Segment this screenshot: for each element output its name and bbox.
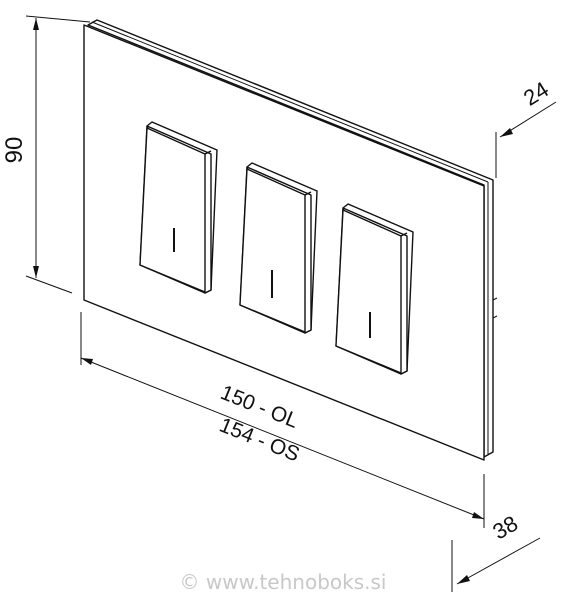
height-label: 90 xyxy=(1,137,28,164)
rocker-switch-1 xyxy=(139,121,218,294)
rocker-switch-2 xyxy=(239,162,318,334)
width-dimension xyxy=(80,312,485,528)
depth-bottom-dimension xyxy=(451,537,541,592)
rocker-switch-3 xyxy=(335,203,414,375)
height-dimension xyxy=(25,15,91,294)
watermark-text: © www.tehnoboks.si xyxy=(180,570,387,594)
depth-top-dimension xyxy=(495,101,557,178)
depth-top-label: 24 xyxy=(519,77,553,111)
depth-bottom-label: 38 xyxy=(488,511,522,545)
